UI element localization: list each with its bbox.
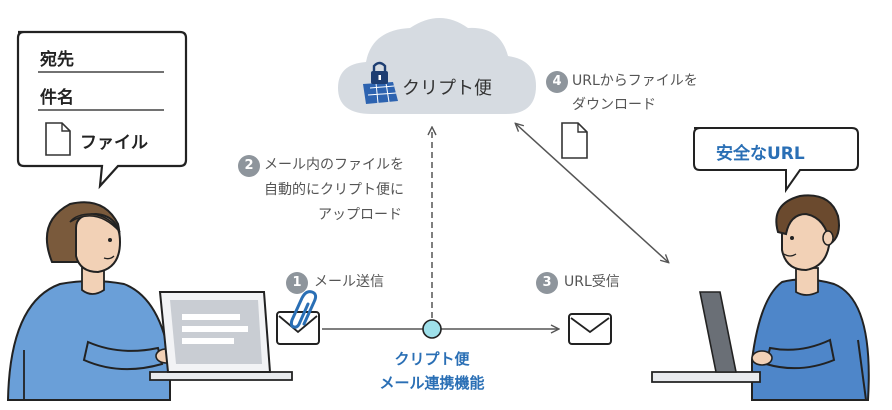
man-figure [751, 194, 870, 401]
link-node-label-line-1: クリプト便 [394, 350, 470, 368]
right-laptop [651, 291, 761, 383]
step-2-line-3: アップロード [318, 207, 402, 223]
left-laptop [149, 291, 293, 381]
woman-figure [6, 201, 177, 401]
paperclip-icon [289, 290, 318, 329]
left-speech-bubble [16, 30, 188, 190]
to-label: 宛先 [40, 50, 74, 70]
sent-mail-icon [276, 311, 320, 345]
download-double-arrow [516, 124, 668, 262]
step-4-line-2: ダウンロード [572, 97, 656, 113]
step-2-line-2: 自動的にクリプト便に [264, 182, 404, 198]
link-node [422, 319, 442, 339]
step-1-text: メール送信 [314, 274, 384, 290]
cloud-label: クリプト便 [402, 78, 492, 99]
file-label: ファイル [80, 133, 148, 153]
step-2-line-1: メール内のファイルを [264, 157, 404, 173]
step-1-number: 1 [286, 272, 308, 294]
step-3-number: 3 [536, 272, 558, 294]
download-file-icon [561, 122, 588, 159]
subject-label: 件名 [40, 88, 74, 108]
document-icon [45, 122, 71, 156]
step-4-number: 4 [546, 71, 568, 93]
right-speech-bubble [693, 127, 859, 194]
received-mail-icon [568, 313, 612, 345]
step-2-number: 2 [238, 155, 260, 177]
step-3-text: URL受信 [564, 274, 620, 290]
safe-url-label: 安全なURL [716, 144, 805, 164]
step-4-line-1: URLからファイルを [572, 73, 698, 89]
link-node-label-line-2: メール連携機能 [379, 374, 485, 392]
lock-globe-icon [363, 61, 398, 104]
